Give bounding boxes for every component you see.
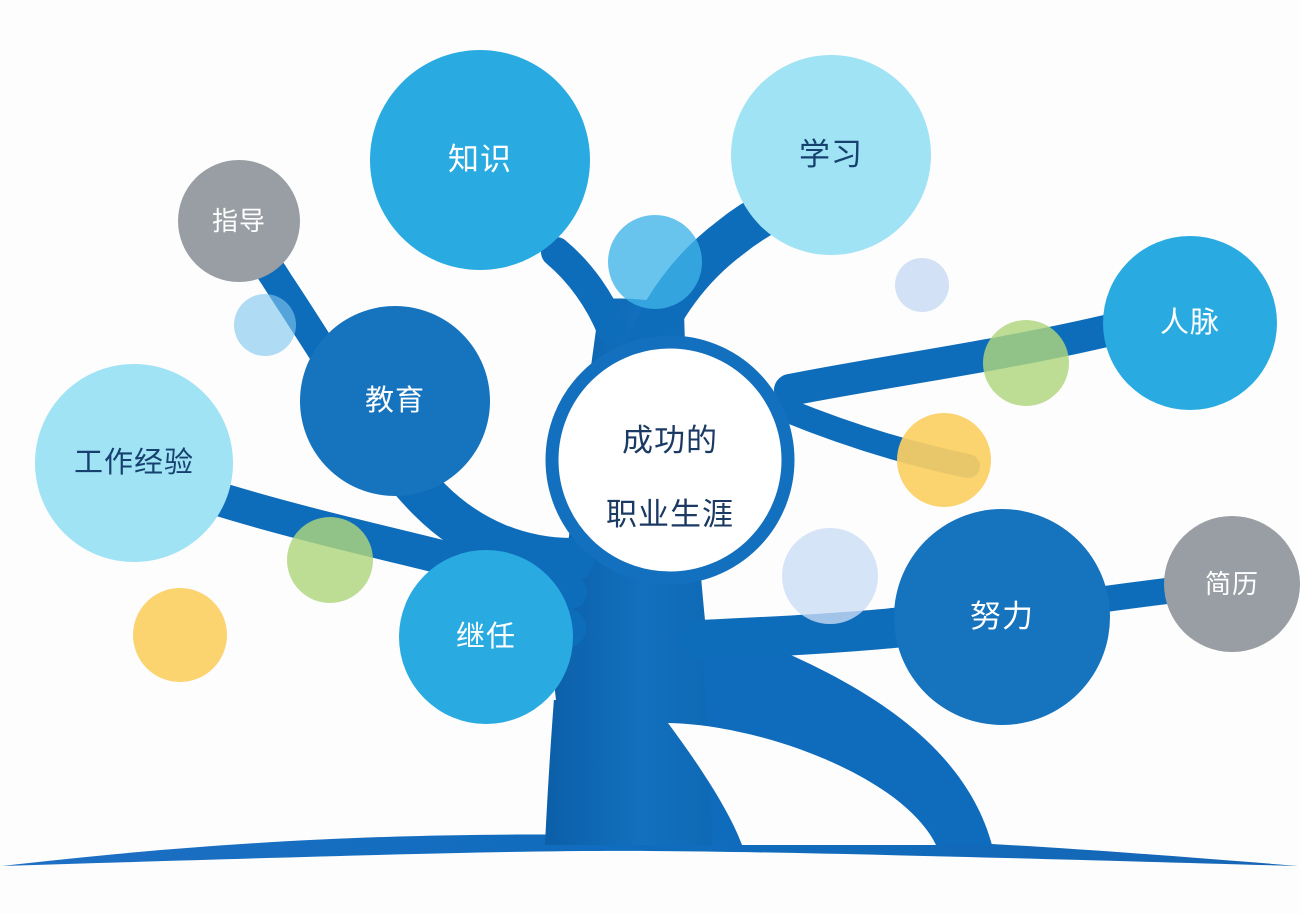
accent-pale-lavender	[895, 258, 949, 312]
accent-yellow-left	[133, 588, 227, 682]
center-node-group[interactable]	[545, 335, 795, 585]
node-circle-guidance[interactable]	[178, 160, 300, 282]
node-circle-effort[interactable]	[894, 509, 1110, 725]
node-circle-knowledge[interactable]	[370, 50, 590, 270]
trunk-root-hollow	[668, 723, 936, 845]
node-circle-resume[interactable]	[1164, 516, 1300, 652]
branch-to-network	[774, 314, 1126, 406]
accent-circle-group	[133, 215, 1069, 682]
node-circle-work-experience[interactable]	[35, 364, 233, 562]
accent-blue-top-left	[234, 294, 296, 356]
node-circle-learning[interactable]	[731, 55, 931, 255]
accent-pale-blue-center	[782, 528, 878, 624]
accent-green-left	[287, 517, 373, 603]
ground-line	[2, 833, 1298, 866]
node-circle-education[interactable]	[300, 306, 490, 496]
branch-to-effort	[680, 606, 932, 660]
node-circle-succession[interactable]	[399, 550, 573, 724]
branch-to-knowledge	[541, 237, 627, 345]
accent-green-right	[983, 320, 1069, 406]
ground-group	[2, 833, 1298, 866]
node-circle-group	[35, 50, 1300, 725]
accent-blue-mid-top	[608, 215, 702, 309]
center-node-circle[interactable]	[545, 335, 795, 585]
node-circle-network[interactable]	[1103, 236, 1277, 410]
accent-yellow-right	[897, 413, 991, 507]
